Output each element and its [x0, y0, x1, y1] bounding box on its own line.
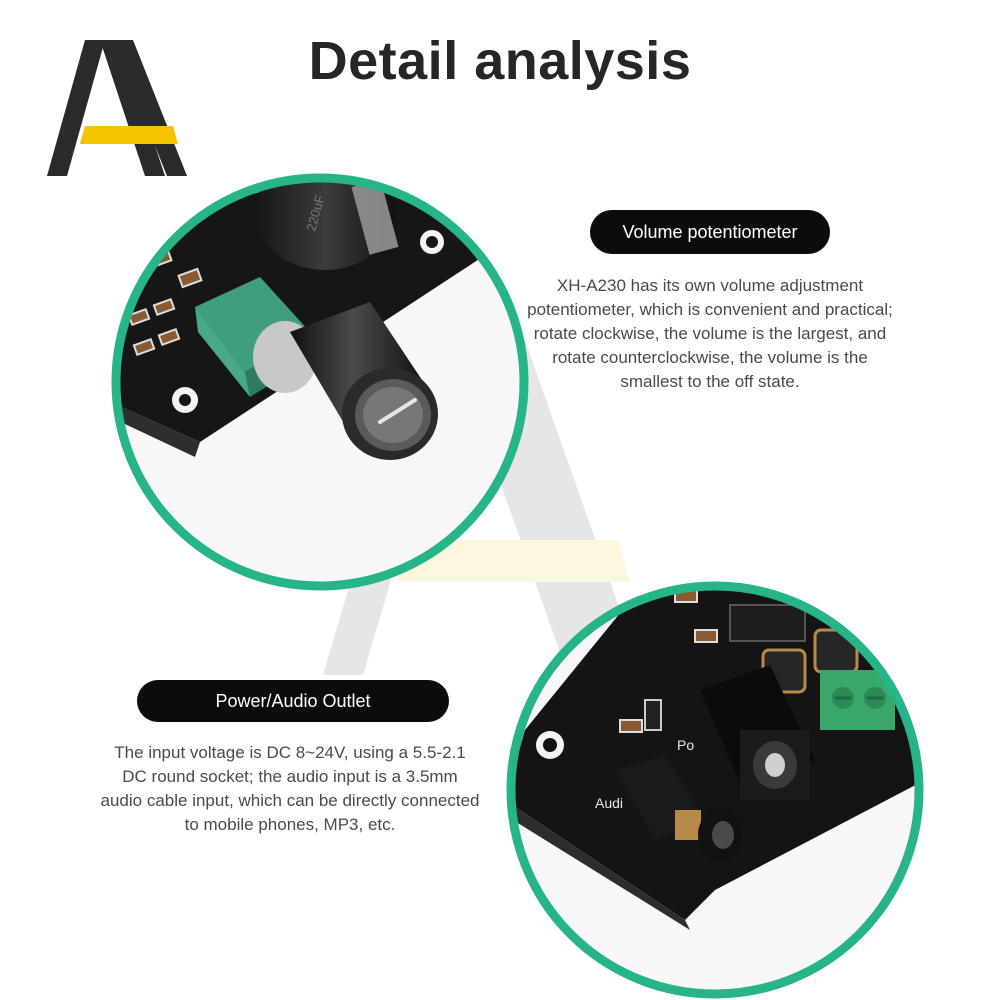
power-audio-outlet-label: Power/Audio Outlet: [137, 680, 449, 722]
power-audio-outlet-description: The input voltage is DC 8~24V, using a 5…: [100, 743, 480, 834]
brand-logo: [47, 40, 187, 176]
page-title: Detail analysis: [308, 31, 692, 91]
audio-silk-label: Audi: [595, 795, 623, 811]
volume-potentiometer-label: Volume potentiometer: [590, 210, 830, 254]
power-audio-outlet-photo: Po Audi: [506, 581, 924, 999]
power-silk-label: Po: [677, 737, 694, 753]
volume-potentiometer-photo: 220uF: [111, 173, 529, 591]
volume-potentiometer-description: XH-A230 has its own volume adjustment po…: [527, 276, 893, 391]
